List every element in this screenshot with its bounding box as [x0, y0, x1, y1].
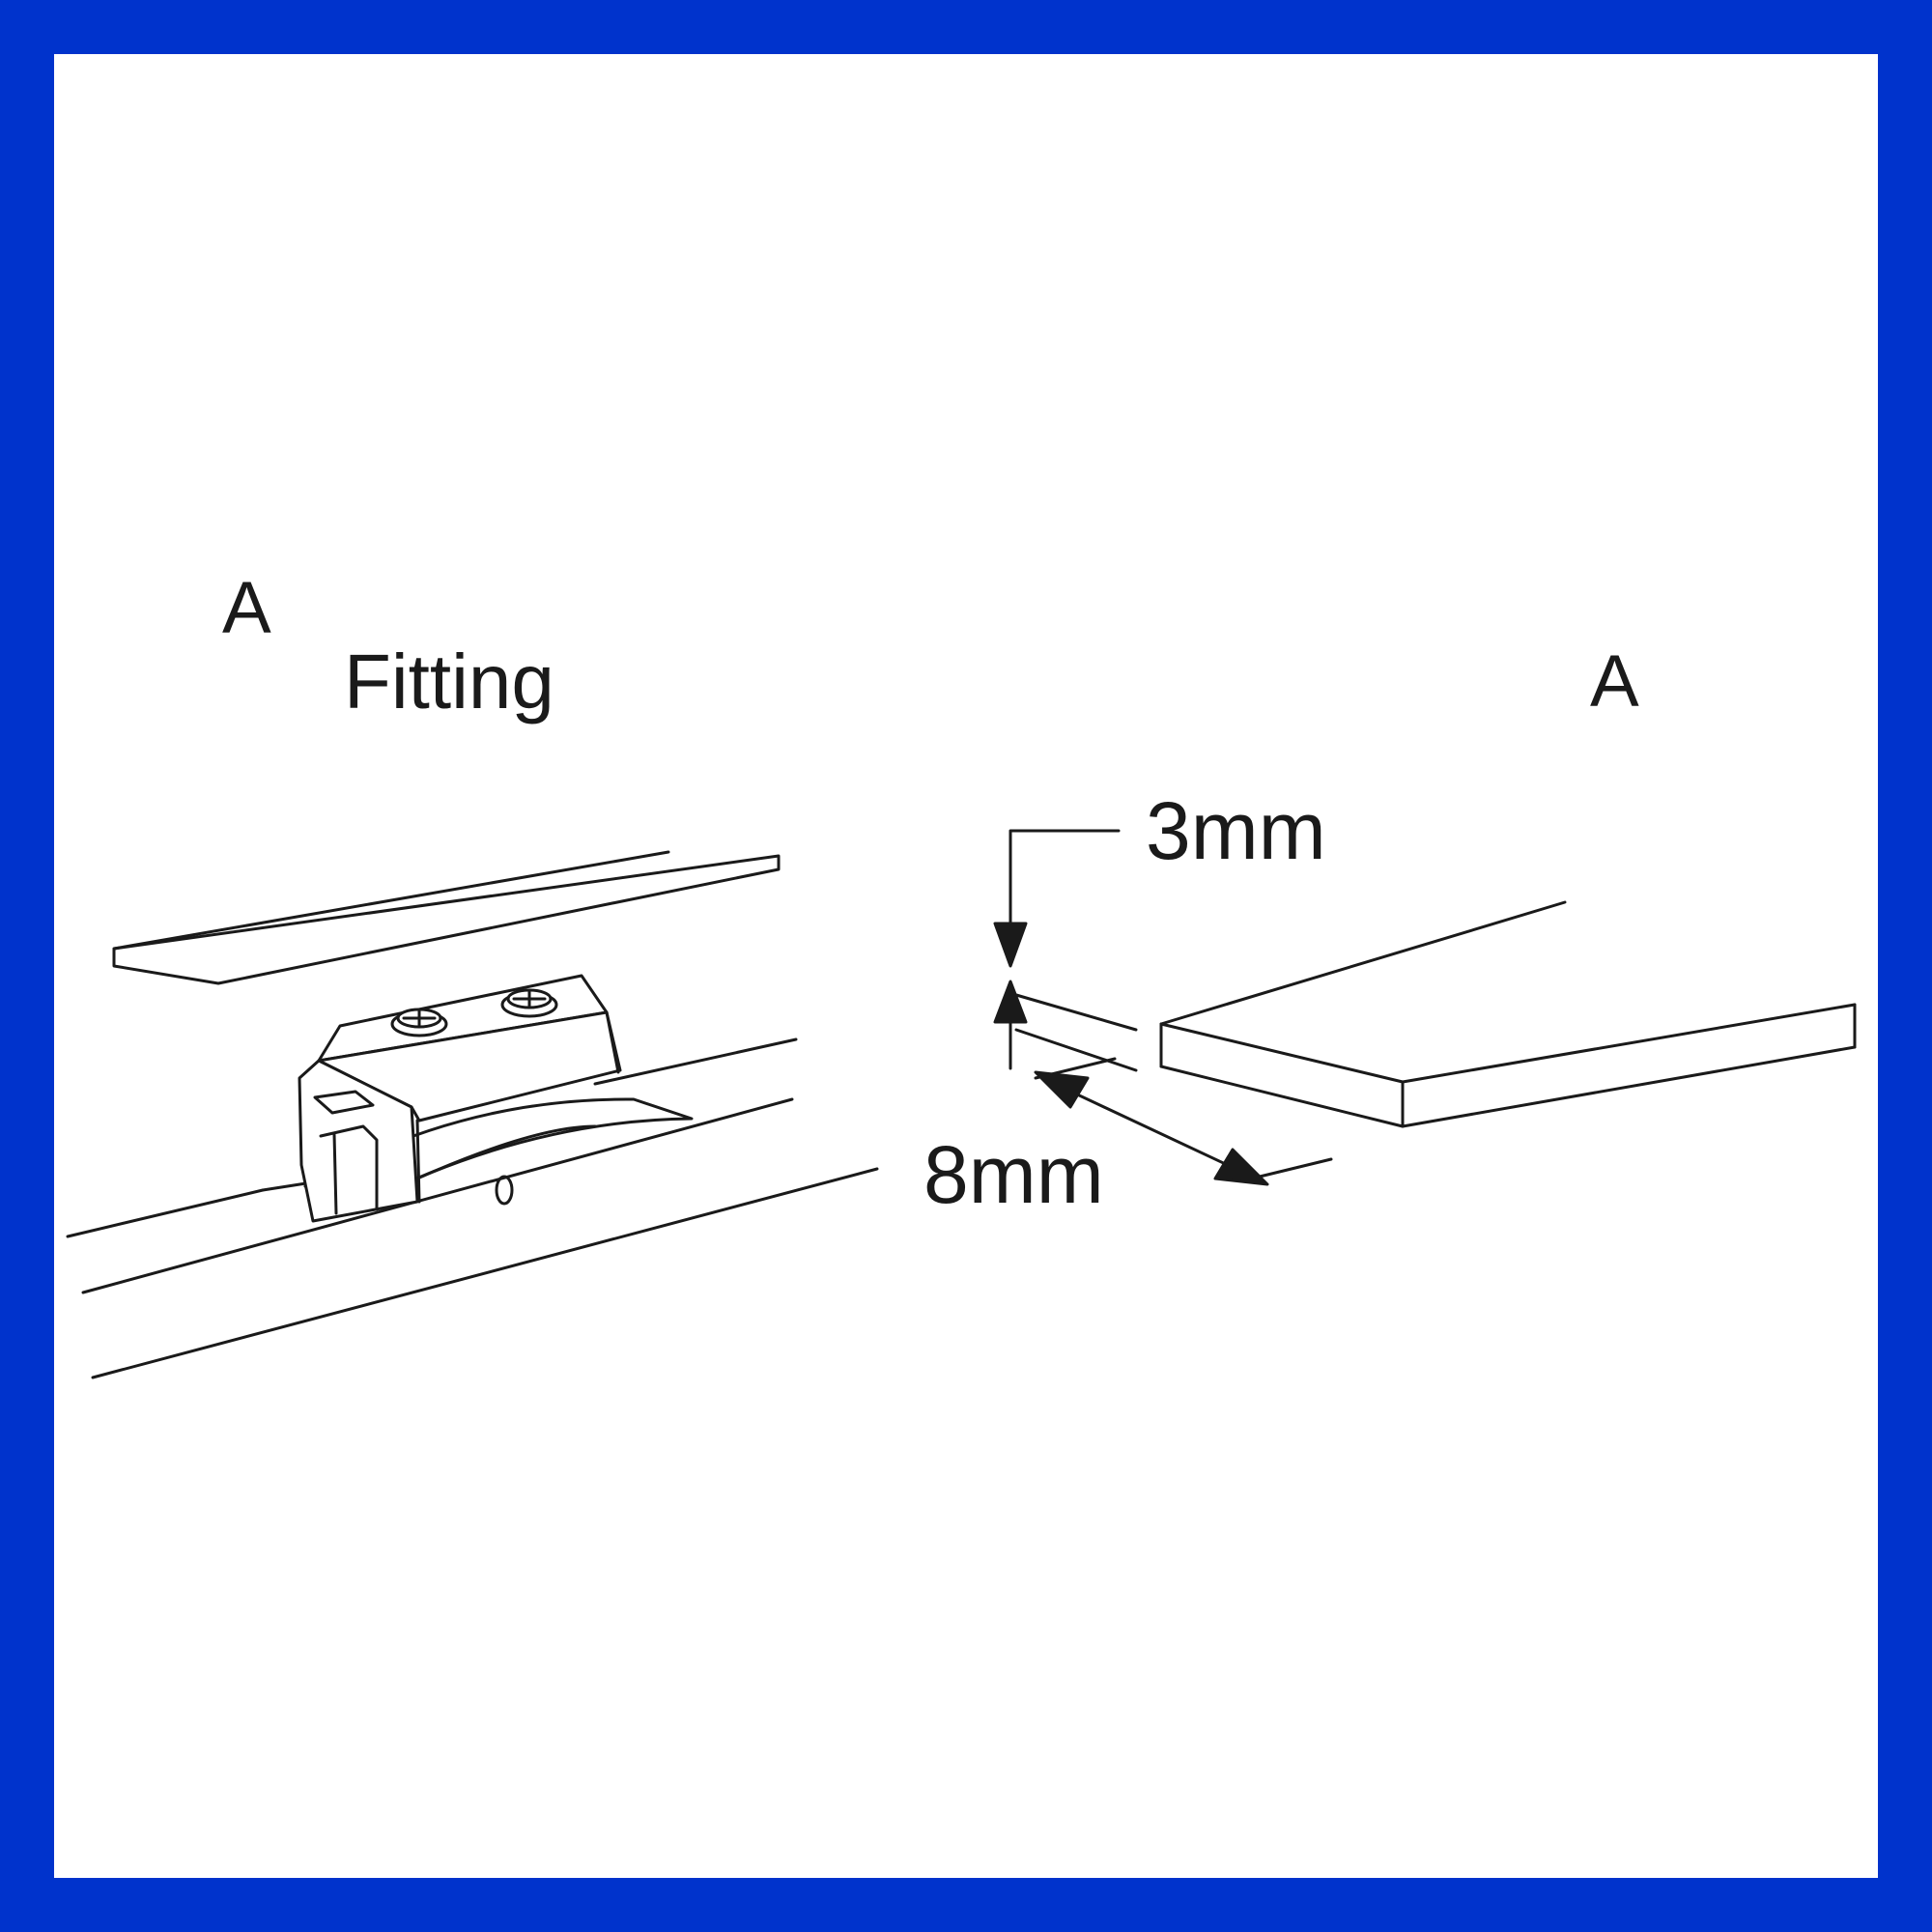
strip-section — [1159, 900, 1857, 1161]
wiper-fitting-diagram — [66, 829, 1857, 1379]
rail-bottom-line — [91, 1167, 879, 1379]
arrow-right-icon — [1213, 1148, 1269, 1186]
rail-top-line-left — [66, 1188, 265, 1238]
section-label-left: A — [222, 567, 271, 649]
arrow-down-icon — [993, 922, 1028, 968]
arrow-up-icon — [993, 980, 1028, 1024]
extension-line-top — [1014, 993, 1138, 1032]
section-label-right: A — [1590, 640, 1639, 723]
wiper-rail — [66, 1037, 879, 1379]
strip-top-left-edge — [1159, 1022, 1405, 1084]
width-dimension — [1034, 1057, 1333, 1186]
thickness-label: 3mm — [1146, 785, 1326, 876]
rail-top-line-right — [593, 1037, 798, 1086]
thickness-dimension — [993, 829, 1138, 1072]
screw-icon — [390, 1008, 448, 1037]
clamp-fitting — [298, 974, 622, 1223]
dimension-line-8mm — [1057, 1084, 1250, 1177]
screw-icon — [500, 988, 558, 1018]
leader-line-3mm — [1009, 829, 1121, 925]
strip-top-back-edge — [1159, 900, 1567, 1026]
clamp-slot-lower — [319, 1124, 379, 1215]
diagram-panel: A Fitting A 3mm 8mm — [54, 54, 1878, 1878]
loose-flat-strip — [112, 850, 781, 985]
rail-middle-line — [81, 1097, 794, 1294]
extension-line-right — [1258, 1157, 1333, 1179]
strip-top-front-edge — [1401, 1003, 1857, 1084]
width-label: 8mm — [923, 1129, 1104, 1220]
fitting-label: Fitting — [344, 639, 554, 724]
extension-line-bottom — [1014, 1028, 1138, 1072]
clamp-slot-upper — [313, 1090, 375, 1115]
arrow-left-icon — [1034, 1070, 1090, 1109]
rivet-hole — [495, 1175, 514, 1206]
clamp-side-face — [298, 1059, 419, 1223]
